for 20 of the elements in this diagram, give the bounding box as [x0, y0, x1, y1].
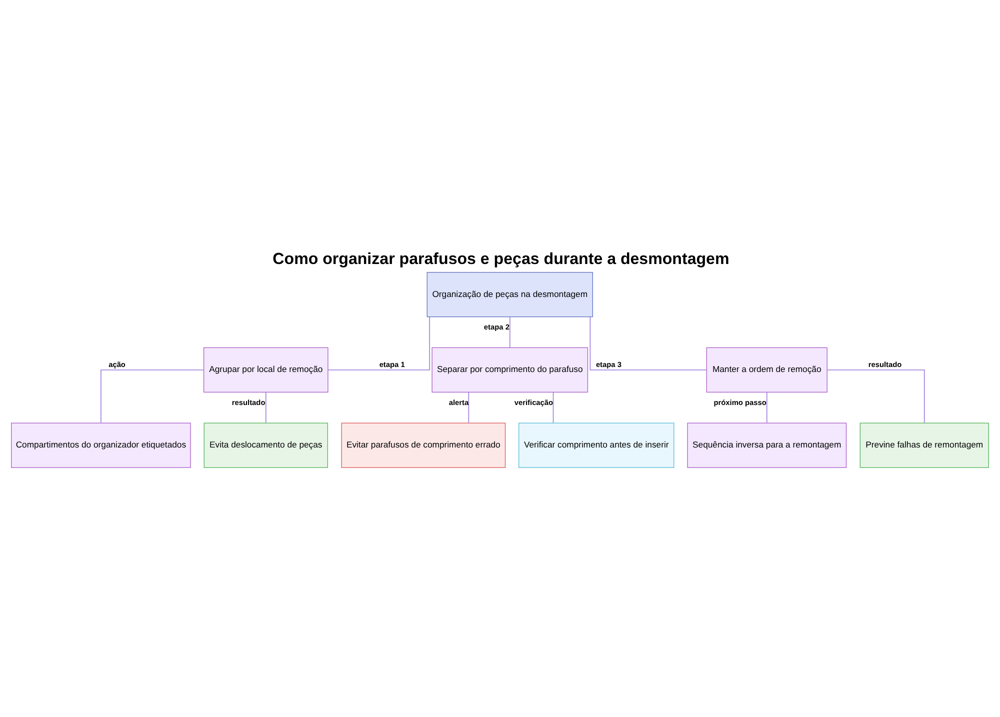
node-box: Verificar comprimento antes de inserir — [518, 422, 674, 468]
node-box: Manter a ordem de remoção — [706, 347, 828, 392]
node-box: Separar por comprimento do parafuso — [432, 347, 588, 392]
node-box: Organização de peças na desmontagem — [426, 272, 593, 318]
connector — [590, 316, 708, 370]
node-box: Evitar parafusos de comprimento errado — [341, 422, 506, 468]
connector — [552, 392, 554, 424]
node-box: Previne falhas de remontagem — [860, 422, 989, 468]
connector — [509, 316, 510, 348]
node-box: Agrupar por local de remoção — [204, 347, 328, 392]
diagram-title: Como organizar parafusos e peças durante a desmontagem — [272, 250, 730, 268]
connector — [826, 369, 925, 424]
connector — [265, 392, 266, 424]
connector — [766, 392, 768, 424]
node-box: Compartimentos do organizador etiquetados — [11, 422, 191, 468]
connector — [328, 316, 430, 370]
connector — [468, 392, 470, 424]
node-box: Evita deslocamento de peças — [204, 422, 328, 468]
connector — [100, 369, 204, 424]
node-box: Sequência inversa para a remontagem — [687, 422, 847, 468]
